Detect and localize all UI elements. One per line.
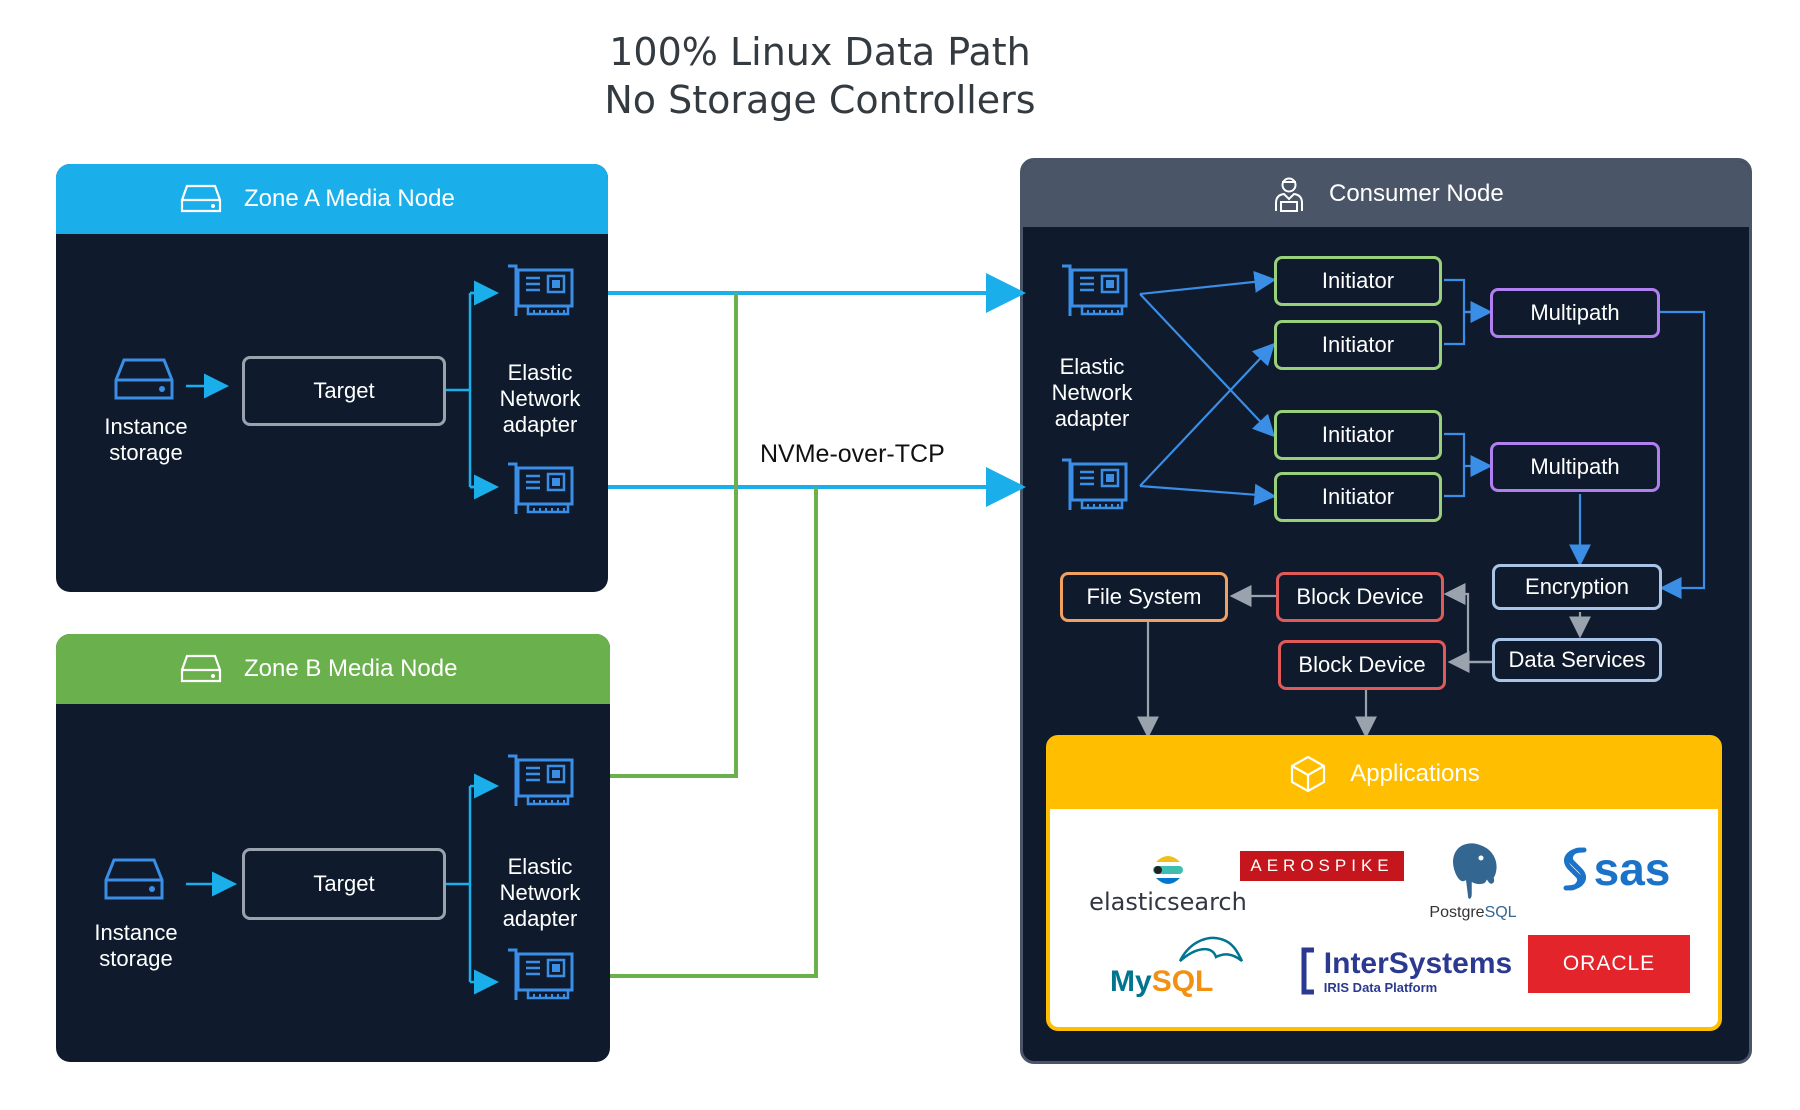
initiator-3[interactable]: Initiator	[1274, 410, 1442, 460]
initiator-1[interactable]: Initiator	[1274, 256, 1442, 306]
zone-a-target[interactable]: Target	[242, 356, 446, 426]
intersystems-logo: InterSystems IRIS Data Platform	[1290, 941, 1520, 1001]
block-device-1[interactable]: Block Device	[1276, 572, 1444, 622]
cube-icon	[1288, 754, 1328, 794]
sas-swirl-icon	[1563, 847, 1587, 891]
initiator-2[interactable]: Initiator	[1274, 320, 1442, 370]
zone-a-panel: Zone A Media Node	[56, 164, 608, 592]
multipath-1[interactable]: Multipath	[1490, 288, 1660, 338]
initiator-4[interactable]: Initiator	[1274, 472, 1442, 522]
file-system-box[interactable]: File System	[1060, 572, 1228, 622]
diagram-title: 100% Linux Data Path No Storage Controll…	[560, 28, 1080, 124]
aerospike-logo: AEROSPIKE	[1240, 851, 1404, 881]
intersystems-bracket-icon	[1301, 947, 1314, 995]
postgresql-logo: PostgreSQL	[1418, 825, 1528, 935]
network-card-icon	[504, 752, 576, 812]
data-services-box[interactable]: Data Services	[1492, 638, 1662, 682]
zone-b-target[interactable]: Target	[242, 848, 446, 920]
network-card-icon	[504, 460, 576, 520]
consumer-nic-label: Elastic Network adapter	[1051, 354, 1133, 431]
elasticsearch-icon	[1153, 856, 1183, 884]
link-zone-b-bottom	[610, 487, 818, 978]
zone-a-storage-label: Instance storage	[104, 414, 188, 465]
network-card-icon	[504, 262, 576, 322]
oracle-logo: ORACLE	[1528, 935, 1690, 993]
protocol-label: NVMe-over-TCP	[760, 440, 945, 468]
instance-storage-icon	[112, 356, 176, 404]
instance-storage-icon	[102, 856, 166, 904]
zone-b-storage-label: Instance storage	[94, 920, 178, 971]
encryption-box[interactable]: Encryption	[1492, 564, 1662, 610]
title-line-1: 100% Linux Data Path	[609, 30, 1031, 74]
elephant-icon	[1450, 840, 1499, 902]
zone-a-header: Zone A Media Node	[56, 164, 608, 234]
title-line-2: No Storage Controllers	[604, 78, 1036, 122]
hard-drive-icon	[180, 653, 222, 685]
hard-drive-icon	[180, 183, 222, 215]
zone-b-nic-label: Elastic Network adapter	[499, 854, 581, 931]
user-at-computer-icon	[1271, 175, 1307, 213]
sas-logo: sas	[1544, 839, 1684, 899]
zone-a-nic-label: Elastic Network adapter	[499, 360, 581, 437]
network-card-icon	[1058, 262, 1130, 322]
link-zone-b-top	[610, 293, 738, 778]
applications-panel: Applications elasticsearch AEROSPIKE Pos…	[1046, 735, 1722, 1031]
dolphin-icon	[1178, 936, 1244, 962]
zone-b-header: Zone B Media Node	[56, 634, 610, 704]
applications-header: Applications	[1050, 739, 1718, 809]
network-card-icon	[1058, 456, 1130, 516]
block-device-2[interactable]: Block Device	[1278, 640, 1446, 690]
zone-b-title: Zone B Media Node	[244, 655, 458, 682]
applications-title: Applications	[1350, 760, 1480, 787]
zone-a-title: Zone A Media Node	[244, 185, 455, 212]
mysql-logo: MySQL	[1110, 931, 1250, 1011]
network-card-icon	[504, 946, 576, 1006]
consumer-node-header: Consumer Node	[1023, 161, 1749, 227]
elasticsearch-logo: elasticsearch	[1078, 839, 1258, 929]
consumer-node-title: Consumer Node	[1329, 180, 1504, 207]
multipath-2[interactable]: Multipath	[1490, 442, 1660, 492]
